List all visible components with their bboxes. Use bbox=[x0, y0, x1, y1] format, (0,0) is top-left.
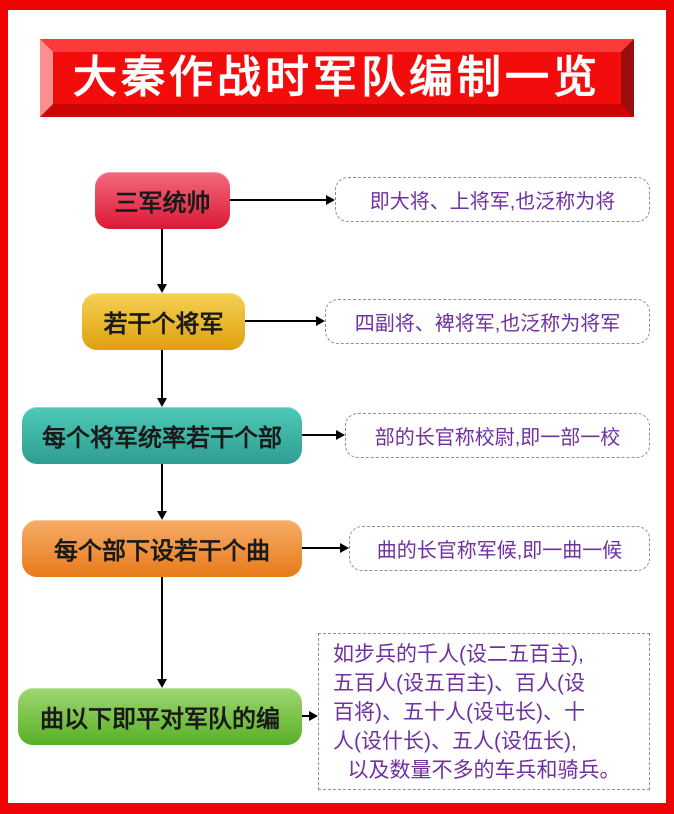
flow-node-qu: 每个部下设若干个曲 bbox=[22, 520, 302, 577]
arrow-down-icon bbox=[157, 679, 167, 688]
frame-right bbox=[666, 0, 674, 814]
arrow-line bbox=[302, 715, 309, 717]
arrow-right-icon bbox=[309, 711, 318, 721]
flow-node-bu: 每个将军统率若干个部 bbox=[22, 407, 302, 464]
note-bu: 部的长官称校尉,即一部一校 bbox=[345, 413, 650, 458]
arrow-line bbox=[302, 547, 340, 549]
arrow-down-icon bbox=[157, 398, 167, 407]
node-label: 曲以下即平对军队的编 bbox=[40, 706, 280, 733]
arrow-down-icon bbox=[157, 284, 167, 293]
arrow-line bbox=[161, 577, 163, 679]
note-line: 人(设什长)、五人(设伍长), bbox=[333, 730, 577, 753]
note-text: 即大将、上将军,也泛称为将 bbox=[369, 191, 616, 213]
node-label: 每个将军统率若干个部 bbox=[42, 425, 282, 452]
note-line: 百将)、五十人(设屯长)、十 bbox=[333, 701, 585, 724]
note-text: 曲的长官称军候,即一曲一候 bbox=[376, 540, 623, 562]
note-qu: 曲的长官称军候,即一曲一候 bbox=[349, 526, 650, 571]
arrow-line bbox=[302, 434, 336, 436]
node-label: 若干个将军 bbox=[103, 311, 224, 338]
flow-node-generals: 若干个将军 bbox=[82, 293, 245, 350]
note-generals: 四副将、裨将军,也泛称为将军 bbox=[325, 299, 650, 344]
arrow-right-icon bbox=[336, 430, 345, 440]
note-line: 五百人(设五百主)、百人(设 bbox=[333, 672, 585, 695]
note-text: 部的长官称校尉,即一部一校 bbox=[374, 427, 621, 449]
arrow-right-icon bbox=[326, 195, 335, 205]
frame-left bbox=[0, 0, 8, 814]
arrow-line bbox=[161, 350, 163, 398]
note-text: 四副将、裨将军,也泛称为将军 bbox=[354, 313, 621, 335]
note-supreme-commander: 即大将、上将军,也泛称为将 bbox=[335, 177, 650, 222]
page-title: 大秦作战时军队编制一览 bbox=[73, 53, 601, 102]
frame-top bbox=[0, 0, 674, 10]
note-line: 以及数量不多的车兵和骑兵。 bbox=[347, 759, 621, 782]
note-line: 如步兵的千人(设二五百主), bbox=[333, 643, 584, 666]
note-below-qu: 如步兵的千人(设二五百主), 五百人(设五百主)、百人(设 百将)、五十人(设屯… bbox=[318, 633, 650, 790]
arrow-right-icon bbox=[340, 543, 349, 553]
arrow-line bbox=[230, 199, 326, 201]
arrow-line bbox=[161, 229, 163, 284]
frame-bottom bbox=[0, 803, 674, 814]
title-banner: 大秦作战时军队编制一览 bbox=[40, 39, 634, 117]
arrow-down-icon bbox=[157, 511, 167, 520]
arrow-line bbox=[161, 464, 163, 511]
flow-node-below-qu: 曲以下即平对军队的编 bbox=[18, 688, 302, 745]
arrow-line bbox=[245, 320, 316, 322]
node-label: 每个部下设若干个曲 bbox=[54, 538, 270, 565]
arrow-right-icon bbox=[316, 316, 325, 326]
flow-node-supreme-commander: 三军统帅 bbox=[95, 172, 230, 229]
node-label: 三军统帅 bbox=[114, 190, 211, 217]
